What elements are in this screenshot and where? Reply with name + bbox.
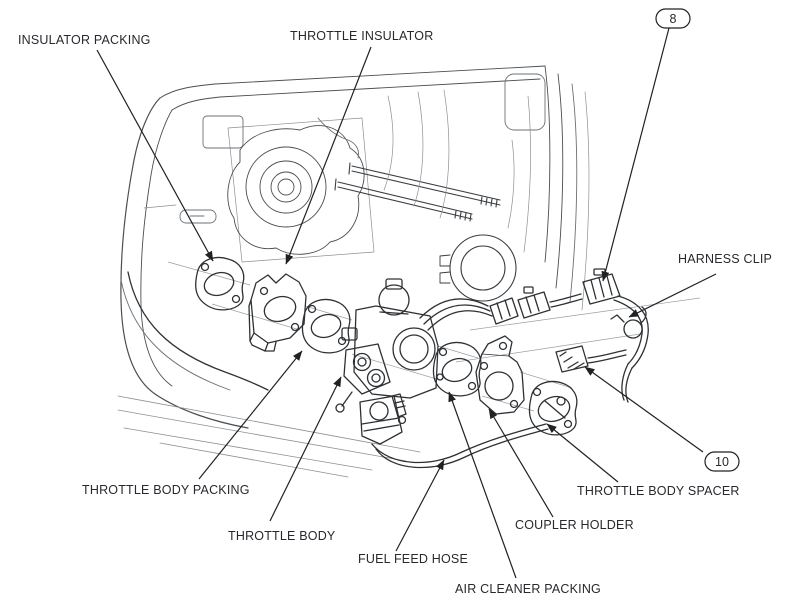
part-connector-10 (555, 345, 627, 373)
label-throttle-insulator: THROTTLE INSULATOR (290, 29, 434, 43)
leader-coupler-holder (488, 408, 554, 518)
leader-callout-10 (584, 366, 704, 453)
leader-callout-8 (601, 27, 670, 282)
assembly-axis-lines (167, 261, 701, 412)
callout-10: 10 (704, 451, 740, 472)
part-throttle-body-packing (301, 298, 351, 354)
leader-insulator-packing (96, 49, 214, 262)
label-harness-clip: HARNESS CLIP (678, 252, 773, 266)
part-throttle-body (335, 278, 439, 425)
part-air-cleaner-packing (432, 341, 482, 397)
svg-text:10: 10 (715, 455, 729, 469)
leader-throttle-body-spacer (546, 423, 619, 483)
leader-air-cleaner-packing (448, 391, 517, 579)
part-throttle-insulator (248, 273, 307, 352)
label-throttle-body: THROTTLE BODY (228, 529, 336, 543)
part-harness-clip (610, 306, 647, 339)
leader-throttle-insulator (285, 46, 372, 265)
label-fuel-feed-hose: FUEL FEED HOSE (358, 552, 468, 566)
label-throttle-body-spacer: THROTTLE BODY SPACER (577, 484, 740, 498)
svg-text:8: 8 (670, 12, 677, 26)
leader-throttle-body-packing (198, 350, 303, 480)
leader-throttle-body (269, 376, 342, 522)
callout-8: 8 (655, 8, 691, 29)
label-throttle-body-packing: THROTTLE BODY PACKING (82, 483, 250, 497)
label-coupler-holder: COUPLER HOLDER (515, 518, 634, 532)
leader-lines (96, 27, 717, 579)
engine-line-art (117, 65, 590, 478)
part-fuel-feed-hose (359, 395, 549, 469)
part-coupler-holder (475, 335, 525, 415)
part-throttle-body-spacer (528, 380, 578, 436)
leader-fuel-feed-hose (395, 459, 445, 552)
part-insulator-packing (195, 256, 245, 311)
part-wire-harness (419, 286, 583, 331)
leader-harness-clip (628, 273, 717, 318)
label-air-cleaner-packing: AIR CLEANER PACKING (455, 582, 601, 596)
label-insulator-packing: INSULATOR PACKING (18, 33, 151, 47)
